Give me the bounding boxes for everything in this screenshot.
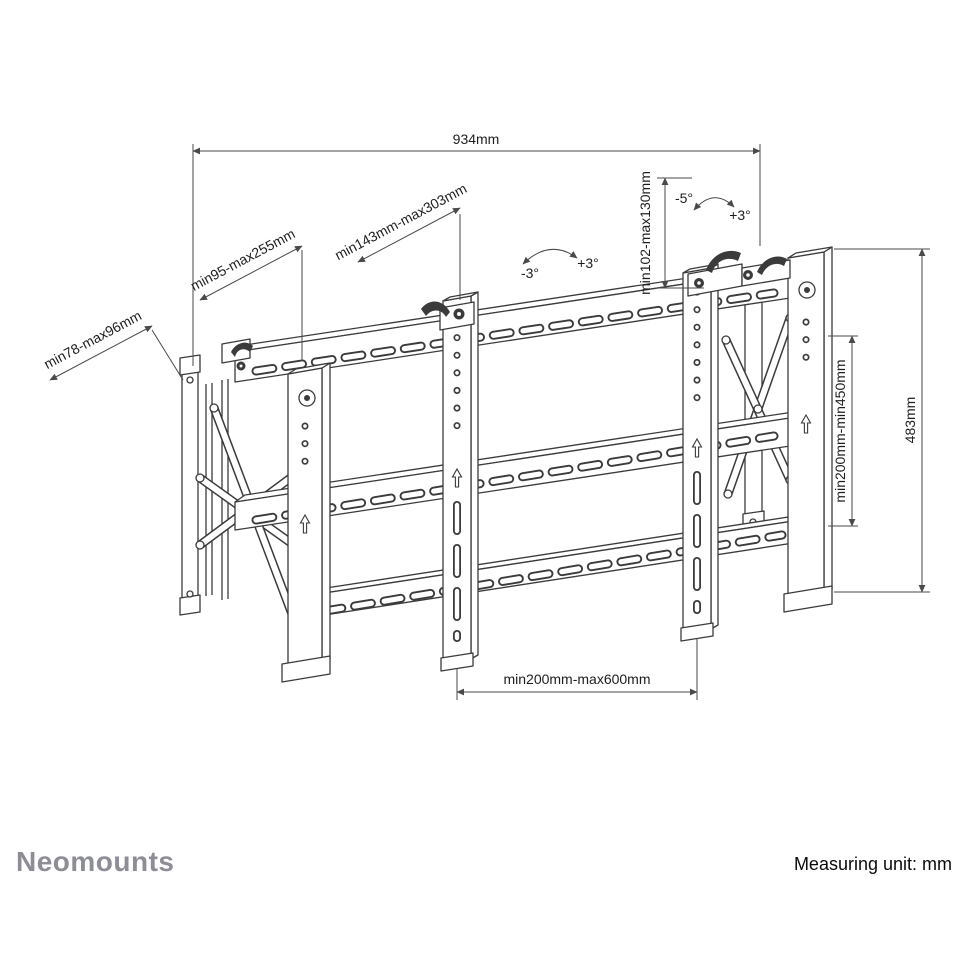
dim-total-width: 934mm [192,131,761,366]
tilt-lever-icon [757,256,787,275]
dim-label-total-height: 483mm [902,397,918,444]
left-wall-plate [179,354,229,616]
dim-label-arm-depth: min95-max255mm [188,225,298,294]
tilt-lever-icon [231,342,253,357]
dim-drop-range: min102-max130mm [637,171,704,295]
dim-label-vesa-height: min200mm-min450mm [832,359,848,502]
dim-wall-gap: min78-max96mm [41,307,184,381]
tilt-lever-icon [421,301,450,317]
up-arrow-mark [451,467,463,488]
dim-total-height: 483mm [834,248,930,593]
left-column [281,362,331,683]
up-arrow-mark [299,513,311,534]
dim-tilt-center: -3° +3° [521,248,599,281]
dim-vesa-height: min200mm-min450mm [828,335,858,527]
dim-label-total-width: 934mm [453,131,500,147]
tilt-center-plus-label: +3° [577,255,599,271]
brand-logo: Neomounts [16,846,175,877]
right-articulating-arms [721,313,795,499]
dim-label-wall-gap: min78-max96mm [41,307,144,372]
tv-bracket-right [680,250,791,642]
dim-bracket-depth: min143mm-max303mm [332,180,469,300]
middle-slotted-rail [234,410,801,531]
tilt-lever-icon [706,250,741,273]
left-top-latch [221,338,253,371]
bottom-slotted-rail [304,513,809,619]
dim-label-bracket-depth: min143mm-max303mm [332,180,469,263]
tilt-right-plus-label: +3° [729,207,751,223]
tv-bracket-left [421,291,479,672]
up-arrow-mark [691,437,703,458]
dim-label-drop-range: min102-max130mm [637,171,653,295]
up-arrow-mark [800,413,812,434]
right-column [783,246,833,613]
dim-tilt-right: -5° +3° [675,190,751,223]
tilt-right-minus-label: -5° [675,190,693,206]
tilt-center-minus-label: -3° [521,265,539,281]
dim-label-vesa-width: min200mm-max600mm [503,671,650,687]
dim-vesa-width: min200mm-max600mm [456,638,698,700]
measuring-unit-note: Measuring unit: mm [793,854,952,874]
